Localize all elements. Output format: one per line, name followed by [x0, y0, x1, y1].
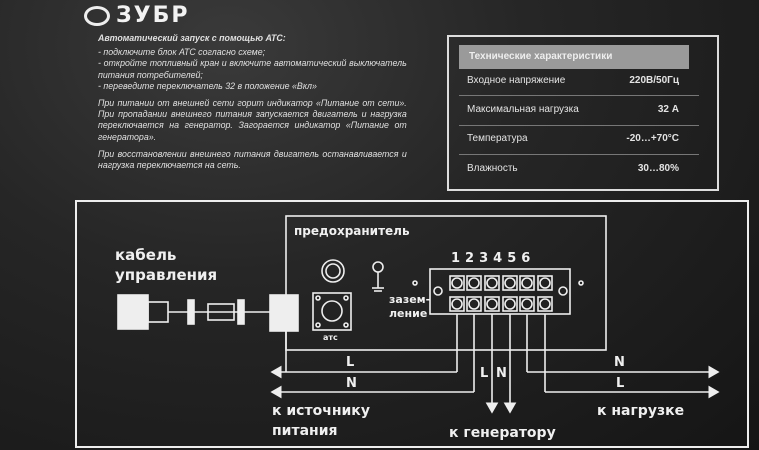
step: - подключите блок АТС согласно схеме;	[98, 47, 266, 58]
wiring-diagram-frame	[75, 200, 749, 448]
spec-value: 220В/50Гц	[629, 75, 679, 86]
terminal-slot	[484, 296, 500, 312]
terminal-slot	[466, 275, 482, 291]
terminal-screw-icon	[486, 298, 498, 310]
terminal-slot	[519, 275, 535, 291]
generator-label: к генератору	[449, 425, 556, 441]
terminal-numbers: 1 2 3 4 5 6	[451, 251, 530, 266]
terminal-screw-icon	[451, 277, 463, 289]
wire-label-n: N	[496, 366, 507, 381]
terminal-screw-icon	[486, 277, 498, 289]
wire-label-l: L	[616, 376, 625, 391]
paragraph: При питании от внешней сети горит индика…	[98, 98, 407, 142]
source-label: питания	[272, 423, 338, 439]
terminal-slot	[502, 275, 518, 291]
instructions: Автоматический запуск с помощью АТС: - п…	[98, 33, 407, 177]
terminal-block-icon	[412, 268, 584, 315]
terminal-slot	[502, 296, 518, 312]
spec-label: Максимальная нагрузка	[467, 104, 579, 115]
terminal-slot	[449, 296, 465, 312]
spec-row: Температура -20…+70°С	[459, 133, 689, 144]
divider	[459, 154, 699, 155]
terminal-slot	[519, 296, 535, 312]
ats-socket-icon	[312, 292, 352, 331]
terminal-slot	[449, 275, 465, 291]
load-label: к нагрузке	[597, 403, 685, 419]
terminal-slot	[466, 296, 482, 312]
ats-label: атс	[323, 333, 338, 342]
spec-label: Температура	[467, 133, 528, 144]
terminal-number: 3	[479, 251, 489, 266]
fuse-icon	[321, 259, 345, 283]
terminal-screw-icon	[451, 298, 463, 310]
wire-label-n: N	[614, 355, 625, 370]
cable-label: кабель	[115, 246, 177, 264]
terminal-slot	[537, 296, 553, 312]
fuse-label: предохранитель	[294, 224, 410, 238]
spec-value: -20…+70°С	[626, 133, 679, 144]
instructions-title: Автоматический запуск с помощью АТС:	[98, 33, 286, 43]
logo-icon	[84, 5, 110, 26]
terminal-number: 2	[465, 251, 475, 266]
wire-label-n: N	[346, 376, 357, 391]
specs-table: Технические характеристики Входное напря…	[447, 35, 719, 191]
terminal-screw-icon	[468, 277, 480, 289]
terminal-screw-icon	[504, 277, 516, 289]
terminal-screw-icon	[539, 298, 551, 310]
terminal-number: 5	[507, 251, 517, 266]
terminal-number: 6	[521, 251, 531, 266]
terminal-number: 4	[493, 251, 503, 266]
terminal-slot	[484, 275, 500, 291]
terminal-screw-icon	[468, 298, 480, 310]
ground-label: ление	[389, 307, 428, 320]
divider	[459, 125, 699, 126]
terminal-screw-icon	[539, 277, 551, 289]
terminal-slot	[537, 275, 553, 291]
divider	[459, 95, 699, 96]
spec-row: Входное напряжение 220В/50Гц	[459, 75, 689, 86]
terminal-screw-icon	[504, 298, 516, 310]
cable-label: управления	[115, 266, 218, 284]
ground-icon	[372, 261, 384, 292]
terminal-screw-icon	[521, 298, 533, 310]
spec-label: Входное напряжение	[467, 75, 566, 86]
ats-unit-box	[285, 215, 607, 351]
wire-label-l: L	[346, 355, 355, 370]
brand-logo: ЗУБР	[84, 3, 189, 28]
spec-row: Влажность 30…80%	[459, 163, 689, 174]
step: - откройте топливный кран и включите авт…	[98, 58, 407, 80]
spec-value: 30…80%	[637, 163, 679, 174]
specs-title: Технические характеристики	[459, 45, 689, 69]
wires	[270, 314, 720, 414]
ground-label: зазем-	[389, 293, 431, 306]
cable-connector-icon	[117, 294, 299, 332]
source-label: к источнику	[272, 403, 370, 419]
spec-row: Максимальная нагрузка 32 А	[459, 104, 689, 115]
terminal-screw-icon	[521, 277, 533, 289]
terminal-number: 1	[451, 251, 461, 266]
step: - переведите переключатель 32 в положени…	[98, 80, 317, 91]
spec-value: 32 А	[657, 104, 679, 115]
paragraph: При восстановлении внешнего питания двиг…	[98, 148, 407, 171]
wire-label-l: L	[480, 366, 489, 381]
logo-text: ЗУБР	[116, 3, 190, 28]
spec-label: Влажность	[467, 163, 518, 174]
